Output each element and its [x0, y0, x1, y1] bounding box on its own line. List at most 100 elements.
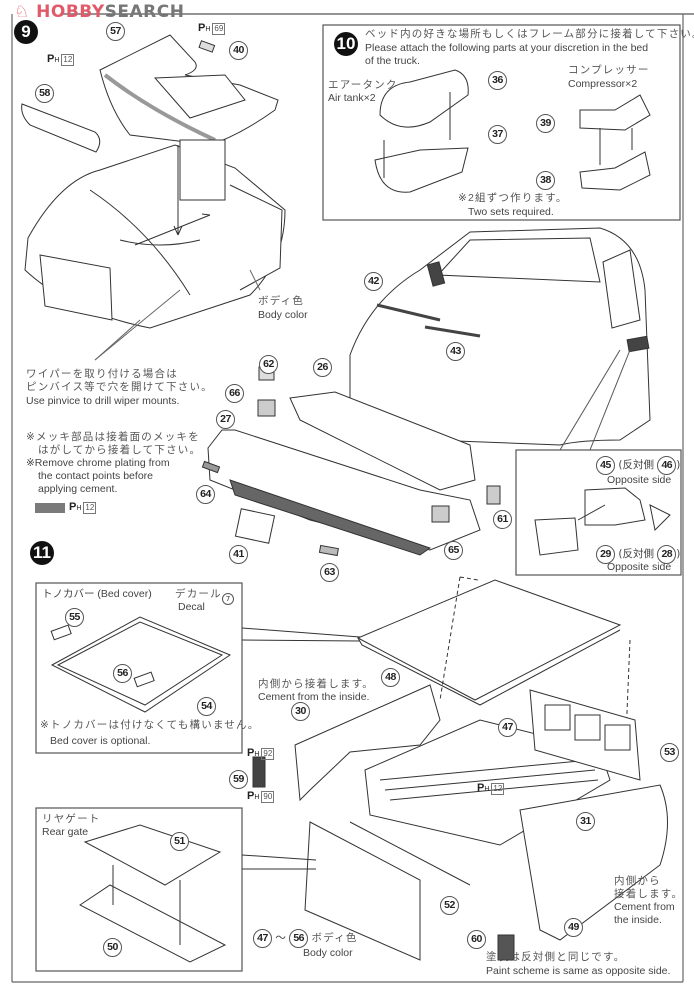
bed-cover-leader-a — [241, 627, 361, 638]
mirror-opposite-b: Opposite side — [607, 561, 672, 573]
chrome-note-en-1: ※Remove chrome plating from — [26, 457, 170, 469]
part-number: 36 — [488, 71, 507, 90]
hobby-search-logo: ♘ HOBBYSEARCH — [14, 2, 184, 22]
cement-inside-jp: 内側から接着します。 — [258, 678, 374, 690]
part-number: 31 — [576, 812, 595, 831]
part-number: 49 — [564, 918, 583, 937]
rear-gate-leader-a — [241, 854, 317, 861]
part-59-taillight — [252, 756, 266, 788]
part-number: 58 — [35, 84, 54, 103]
rear-gate-label-jp: リヤゲート — [42, 813, 101, 825]
part-number: 53 — [660, 743, 679, 762]
mirror-opposite-a: Opposite side — [607, 474, 672, 486]
decal-label-jp: デカール — [175, 588, 222, 600]
part-number: 61 — [493, 510, 512, 529]
bed-cover-drawing — [50, 616, 232, 713]
part-number: 41 — [229, 545, 248, 564]
part-number: 48 — [381, 668, 400, 687]
chrome-note-jp-1: ※メッキ部品は接着面のメッキを — [26, 431, 200, 443]
part-number: 47 — [498, 718, 517, 737]
paint-same-en: Paint scheme is same as opposite side. — [486, 965, 671, 977]
part-number: 40 — [229, 41, 248, 60]
air-tank-label-jp: エアータンク — [328, 79, 398, 91]
sets-note-en: Two sets required. — [468, 206, 554, 218]
mirror-callout-leader-a — [559, 349, 621, 451]
part-number: 65 — [444, 541, 463, 560]
part-number: 55 — [65, 608, 84, 627]
part-number: 27 — [216, 410, 235, 429]
rear-gate-drawing — [79, 824, 227, 963]
wiper-note-jp-2: ピンバイス等で穴を開けて下さい。 — [26, 381, 213, 393]
air-tank-label-en: Air tank×2 — [328, 92, 376, 104]
step-11-badge: 11 — [30, 541, 54, 565]
part-number: 51 — [170, 832, 189, 851]
side-cement-en-2: the inside. — [614, 914, 662, 926]
chrome-note-jp-2: はがしてから接着して下さい。 — [38, 444, 202, 456]
step-10-badge: 10 — [334, 32, 358, 56]
bed-cover-title: トノカバー (Bed cover) — [42, 588, 152, 600]
mirror-label-b: 29 (反対側 28) — [596, 545, 680, 564]
part-number: 47 — [253, 929, 272, 948]
side-cement-jp-1: 内側から — [614, 875, 661, 887]
part-number: 66 — [225, 384, 244, 403]
part-58-panel-drawing — [21, 103, 101, 153]
body-color-label-en: Body color — [258, 309, 308, 321]
decal-number: 7 — [222, 593, 234, 605]
bed-side-panel-drawing — [294, 684, 441, 802]
chrome-color-swatch — [35, 503, 65, 513]
grille-bumper-drawing — [201, 366, 501, 557]
part-number: 28 — [657, 545, 677, 564]
part-number: 59 — [229, 770, 248, 789]
mirror-label-a: 45 (反対側 46) — [596, 456, 680, 475]
part-number: 56 — [113, 664, 132, 683]
cement-inside-en: Cement from the inside. — [258, 691, 370, 703]
decal-label-en: Decal — [178, 601, 205, 613]
part-number: 57 — [106, 22, 125, 41]
side-cement-en-1: Cement from — [614, 901, 675, 913]
air-tank-drawing — [374, 69, 469, 193]
logo-brand: HOBBY — [36, 2, 105, 22]
part-number: 63 — [320, 563, 339, 582]
step10-note-en-2: of the truck. — [365, 55, 420, 67]
part-number: 46 — [657, 456, 677, 475]
part-number: 60 — [467, 930, 486, 949]
body-color-leader — [249, 269, 261, 291]
right-bed-side-drawing — [519, 784, 668, 941]
wiper-leader-b — [94, 289, 181, 361]
part-number: 45 — [596, 456, 615, 475]
wiper-note-en: Use pinvice to drill wiper mounts. — [26, 395, 180, 407]
bed-cover-note-en: Bed cover is optional. — [50, 735, 151, 747]
part-number: 30 — [291, 702, 310, 721]
side-cement-jp-2: 接着します。 — [614, 888, 684, 900]
part-number: 42 — [364, 272, 383, 291]
compressor-drawing — [579, 94, 651, 191]
compressor-label-jp: コンプレッサー — [568, 64, 650, 76]
chrome-note-en-3: applying cement. — [38, 483, 118, 495]
step10-note-jp: ベッド内の好きな場所もしくはフレーム部分に接着して下さい。 — [365, 28, 694, 40]
step10-note-en-1: Please attach the following parts at you… — [365, 42, 649, 54]
truck-cab-drawing — [349, 227, 651, 446]
compressor-label-en: Compressor×2 — [568, 78, 638, 90]
part-number: 38 — [536, 171, 555, 190]
rear-gate-bar-drawing — [304, 821, 471, 961]
wiper-note-jp-1: ワイパーを取り付ける場合は — [26, 368, 178, 380]
chrome-note-en-2: the contact points before — [38, 470, 153, 482]
dashboard-body-drawing — [24, 139, 286, 329]
body-color-label-jp: ボディ色 — [258, 295, 305, 307]
logo-site: SEARCH — [104, 2, 185, 22]
range-body-color-en: Body color — [303, 947, 353, 959]
rear-gate-label-en: Rear gate — [42, 826, 89, 838]
part-number: 26 — [313, 358, 332, 377]
paint-same-jp: 塗装は反対側と同じです。 — [486, 951, 626, 963]
mirror-callout-leader-b — [589, 349, 631, 451]
logo-mark-icon: ♘ — [14, 2, 30, 22]
dashboard-top-drawing — [99, 34, 279, 146]
body-color-range: 47 ～ 56 ボディ色 — [253, 929, 358, 948]
part-number: 39 — [536, 114, 555, 133]
